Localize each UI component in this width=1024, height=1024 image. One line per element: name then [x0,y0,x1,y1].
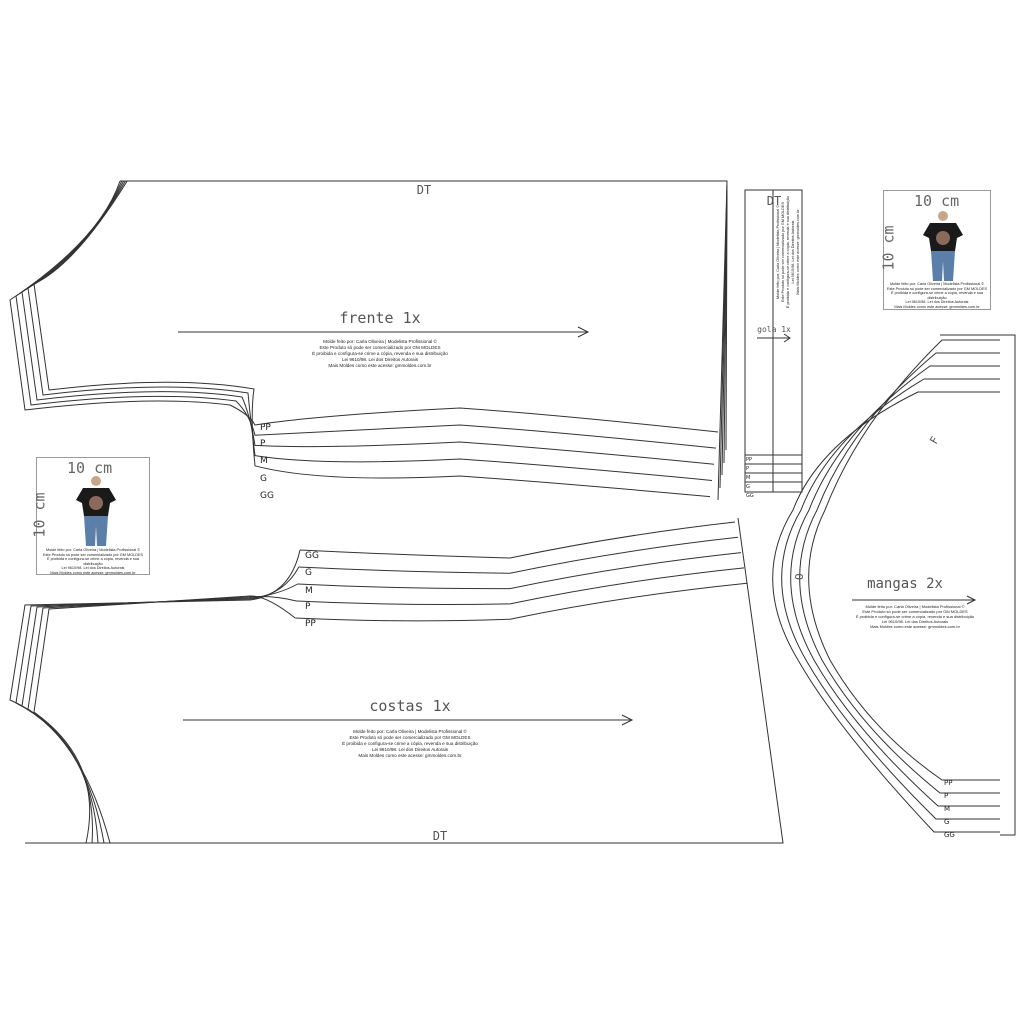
svg-text:P: P [746,466,749,472]
cut-line [9,180,719,433]
svg-text:Lei 9610/98. Lei dos Direitos: Lei 9610/98. Lei dos Direitos Autorais [342,357,419,362]
cut-line [297,552,742,590]
svg-text:P: P [944,792,948,800]
svg-text:Este Produto só pode ser comer: Este Produto só pode ser comercializado … [781,202,785,302]
svg-text:É proibida e configura-se crim: É proibida e configura-se crime a cópia,… [342,740,478,746]
copyright-card: Molde feito por: Carla Oliveira | Modeli… [42,548,144,575]
svg-text:GG: GG [305,551,319,561]
cut-line [295,582,748,622]
svg-text:O: O [793,573,806,580]
copyright-frente: Molde feito por: Carla Oliveira | Modeli… [312,338,448,368]
fold-label-costas: DT [433,829,447,843]
svg-text:Este Produto só pode ser comer: Este Produto só pode ser comercializado … [862,609,968,614]
cut-line [781,378,1000,820]
cut-line [772,391,1000,833]
svg-text:M: M [746,475,750,481]
height-label: 10 cm [879,225,898,271]
cut-line [33,595,296,844]
piece-title-mangas: mangas 2x [867,576,943,592]
piece-frente: DT frente 1x Molde feito por: Carla Oliv… [9,180,728,501]
cut-line [27,596,297,844]
size-label: G [260,474,267,484]
svg-text:PP: PP [305,619,316,629]
svg-text:Mais Moldes como este acesse:: Mais Moldes como este acesse: gmmoldes.c… [358,753,462,758]
svg-text:É proibida e configura-se crim: É proibida e configura-se crime a cópia,… [312,350,448,356]
svg-text:Molde feito por: Carla Oliveir: Molde feito por: Carla Oliveira | Modeli… [353,728,467,734]
copyright-mangas: Molde feito por: Carla Oliveira | Modeli… [856,604,975,629]
scale-card-top: 10 cm 10 cm Molde feito por: Carla Olive… [879,190,991,310]
piece-title-gola: gola 1x [757,325,791,334]
svg-text:P: P [305,602,311,612]
svg-text:Mais Moldes como este acesse:: Mais Moldes como este acesse: gmmoldes.c… [796,209,800,295]
svg-text:Mais Moldes como este acesse:: Mais Moldes como este acesse: gmmoldes.c… [328,363,432,368]
tshirt-photo [923,211,963,281]
svg-text:É proibida e configura-se crim: É proibida e configura-se crime a cópia,… [785,196,790,308]
cut-line [21,583,298,844]
cut-line [808,339,1000,781]
size-label: P [260,439,266,449]
copyright-costas: Molde feito por: Carla Oliveira | Modeli… [342,728,478,758]
svg-text:Mais Moldes como este acesse:: Mais Moldes como este acesse: gmmoldes.c… [870,624,960,629]
svg-text:M: M [305,586,313,596]
svg-text:GG: GG [746,493,754,499]
svg-text:Lei 9610/98. Lei dos Direitos: Lei 9610/98. Lei dos Direitos Autorais [791,220,795,283]
svg-text:PP: PP [746,457,752,463]
svg-text:GG: GG [944,831,955,839]
cut-line [296,567,745,606]
scale-card-left: 10 cm 10 cm Molde feito por: Carla Olive… [31,457,150,575]
svg-text:G: G [746,484,750,490]
size-label: PP [260,423,271,433]
cut-line [799,352,1000,794]
piece-costas: DT costas 1x Molde feito por: Carla Oliv… [9,517,784,844]
svg-text:G: G [944,818,949,826]
piece-gola: DT gola 1x Molde feito por: Carla Olivei… [744,189,803,499]
piece-title-costas: costas 1x [369,697,450,715]
cut-line [33,180,711,498]
width-label: 10 cm [914,192,960,210]
svg-text:PP: PP [944,779,952,787]
copyright-gola: Molde feito por: Carla Oliveira | Modeli… [776,196,800,308]
copyright-card: Molde feito por: Carla Oliveira | Modeli… [886,282,988,309]
svg-text:Este Produto só pode ser comer: Este Produto só pode ser comercializado … [319,345,440,350]
svg-text:G: G [305,568,312,578]
piece-mangas: mangas 2x F O Molde feito por: Carla Oli… [772,334,1016,839]
svg-text:F: F [927,434,942,446]
height-label: 10 cm [30,492,49,538]
svg-text:Lei 9610/98. Lei dos Direitos: Lei 9610/98. Lei dos Direitos Autorais [372,747,449,752]
tshirt-photo [76,476,116,546]
svg-text:É proibida e configura-se crim: É proibida e configura-se crime a cópia,… [856,614,975,619]
cut-line [9,549,301,844]
fold-label-gola: DT [767,194,781,208]
svg-text:Lei 9610/98. Lei dos Direitos: Lei 9610/98. Lei dos Direitos Autorais [882,619,948,624]
piece-title-frente: frente 1x [339,309,420,327]
width-label: 10 cm [67,459,113,477]
fold-label-frente: DT [417,183,431,197]
cut-line [27,180,713,481]
size-label: M [260,456,268,466]
cut-line [299,521,736,559]
svg-text:Molde feito por: Carla Oliveir: Molde feito por: Carla Oliveira | Modeli… [776,205,780,299]
cut-line [298,536,739,574]
svg-text:Este Produto só pode ser comer: Este Produto só pode ser comercializado … [349,735,470,740]
size-label: GG [260,491,274,501]
svg-text:Molde feito por: Carla Oliveir: Molde feito por: Carla Oliveira | Modeli… [865,604,964,609]
svg-text:Molde feito por: Carla Oliveir: Molde feito por: Carla Oliveira | Modeli… [323,338,437,344]
svg-text:M: M [944,805,950,813]
